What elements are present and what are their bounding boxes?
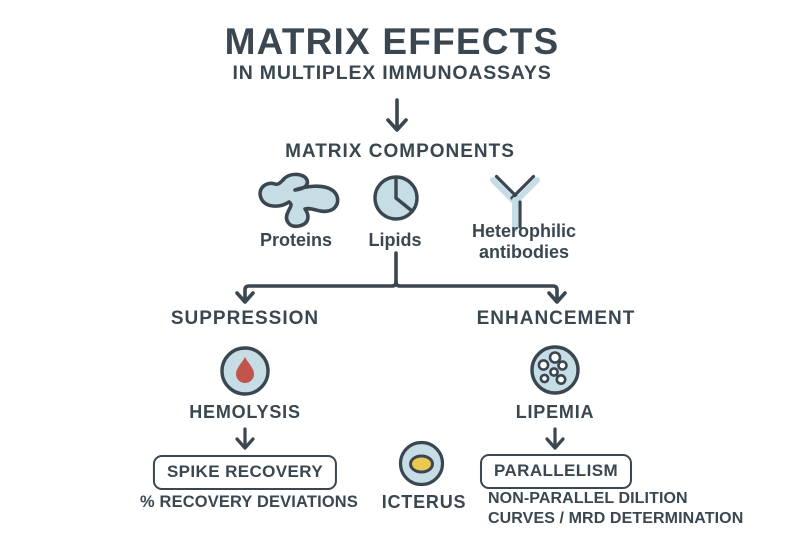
diagram-subtitle: IN MULTIPLEX IMMUNOASSAYS [232, 62, 552, 84]
recovery-deviations-caption: % RECOVERY DEVIATIONS [140, 493, 358, 511]
non-parallel-caption-line2: CURVES / MRD DETERMINATION [488, 509, 744, 527]
diagram-title: MATRIX EFFECTS [224, 21, 560, 62]
suppression-heading: SUPPRESSION [170, 308, 320, 329]
protein-blob-icon [256, 171, 344, 229]
lipemia-label: LIPEMIA [515, 402, 595, 422]
lipid-droplets-icon [529, 344, 581, 396]
matrix-components-heading: MATRIX COMPONENTS [285, 141, 515, 162]
heterophilic-antibodies-label: Heterophilic antibodies [471, 221, 577, 262]
blood-drop-icon [219, 345, 271, 397]
down-arrow-icon [234, 427, 256, 453]
spike-recovery-box: SPIKE RECOVERY [152, 455, 338, 490]
lipids-pie-icon [371, 173, 421, 223]
lipids-label: Lipids [368, 230, 422, 250]
antibody-icon [483, 169, 547, 233]
icterus-icon [398, 440, 445, 487]
proteins-label: Proteins [259, 230, 333, 250]
non-parallel-caption-line1: NON-PARALLEL DILITION [488, 490, 688, 507]
branch-connector [225, 249, 575, 311]
enhancement-heading: ENHANCEMENT [476, 308, 636, 329]
down-arrow-icon [544, 427, 566, 453]
icterus-label: ICTERUS [381, 492, 467, 512]
non-parallel-caption: NON-PARALLEL DILITION CURVES / MRD DETER… [488, 489, 743, 528]
hemolysis-label: HEMOLYSIS [189, 402, 301, 422]
flow-down-arrow-icon [385, 98, 409, 138]
parallelism-box: PARALLELISM [479, 454, 633, 489]
